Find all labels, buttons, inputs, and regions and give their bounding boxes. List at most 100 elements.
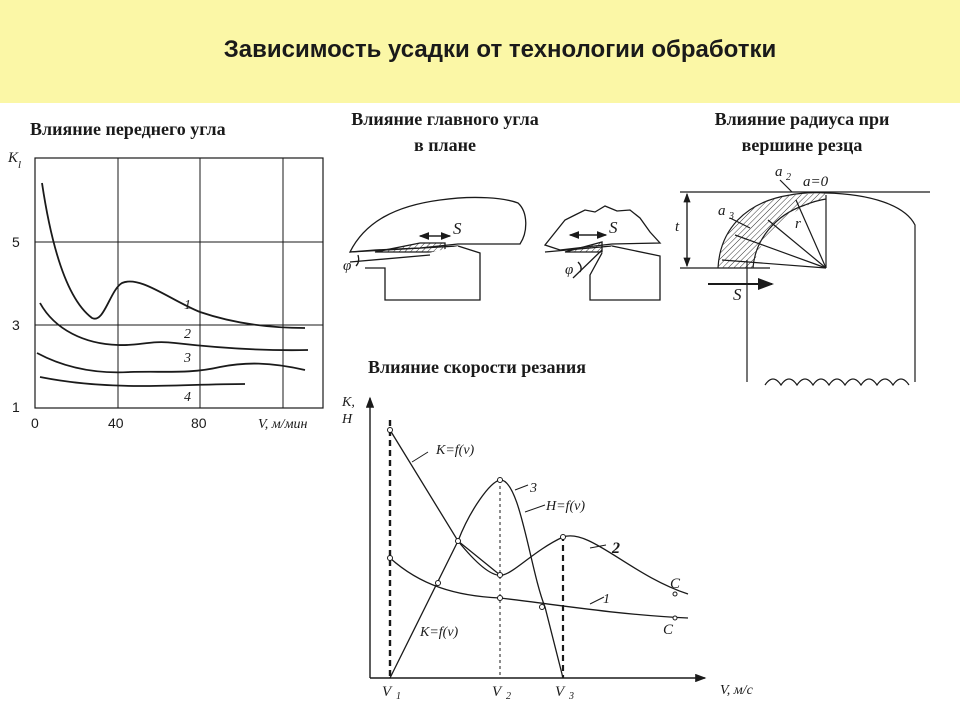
nose-hatch — [718, 193, 826, 268]
rake-chart-frame — [34, 157, 324, 409]
rake-y-tick-1: 1 — [12, 399, 20, 415]
page-title: Зависимость усадки от технологии обработ… — [223, 36, 777, 63]
v1-sub: 1 — [396, 691, 401, 702]
rake-x-tick-0: 0 — [31, 415, 39, 431]
plan-phi-label-2: φ — [565, 262, 573, 278]
nose-a2-label: a — [775, 164, 783, 180]
chip-outline-2 — [543, 205, 662, 251]
v3-label: V — [555, 684, 566, 700]
annotation-curve-2: 2 — [611, 540, 620, 557]
rake-curve-label-2: 2 — [184, 327, 191, 342]
radius-ray-4 — [734, 234, 827, 269]
rake-curve-label-1: 1 — [184, 298, 191, 313]
nose-s-label: S — [733, 285, 742, 304]
point-peak — [497, 477, 503, 483]
point-cross-upper — [455, 538, 461, 544]
plan-s-label-2: S — [609, 218, 618, 237]
point-trough — [497, 572, 503, 578]
tool-body-2 — [589, 245, 661, 301]
v1-label: V — [382, 684, 393, 700]
plan-angle-caption-line2: в плане — [413, 135, 477, 155]
leader-h — [524, 504, 546, 513]
annotation-k-upper: K=f(v) — [435, 443, 475, 458]
speed-y-label-h: H — [341, 412, 353, 427]
tool-body-1 — [365, 245, 481, 301]
blade-top-2 — [544, 245, 613, 253]
title-banner: Зависимость усадки от технологии обработ… — [0, 0, 960, 103]
rake-y-tick-3: 3 — [12, 317, 20, 333]
rake-x-label: V, м/мин — [258, 417, 308, 432]
nose-a0-label: a=0 — [803, 174, 829, 190]
a3-leader — [729, 217, 751, 229]
plan-angle-caption-line1: Влияние главного угла — [351, 109, 539, 129]
leader-k-upper — [411, 451, 429, 463]
rake-angle-caption: Влияние переднего угла — [30, 119, 226, 139]
blade-top-1 — [349, 245, 459, 253]
rake-curve-label-3: 3 — [183, 351, 191, 366]
rake-curve-4 — [39, 376, 246, 387]
machined-surface — [764, 378, 910, 387]
v2-sub: 2 — [506, 691, 511, 702]
nose-a3-sub: 3 — [728, 211, 734, 222]
rake-angle-chart — [34, 157, 324, 409]
annotation-c-upper: C — [670, 576, 681, 592]
plan-angle-sketch-1 — [348, 196, 527, 301]
annotation-c-lower: C — [663, 622, 674, 638]
point-curve1-mid — [497, 595, 503, 601]
point-peak-2 — [560, 534, 566, 540]
v3-sub: 3 — [568, 691, 574, 702]
plan-phi-label-1: φ — [343, 258, 351, 274]
tool-outline — [825, 192, 916, 382]
point-c-lower — [672, 615, 678, 621]
cutting-speed-chart — [365, 396, 707, 683]
rake-curve-1 — [41, 182, 306, 329]
annotation-k-lower: K=f(v) — [419, 625, 459, 640]
nose-t-label: t — [675, 219, 680, 235]
phi-line-2 — [572, 249, 603, 279]
rake-curve-2 — [39, 302, 309, 352]
annotation-h: H=f(v) — [545, 499, 585, 514]
nose-radius-caption: Влияние радиуса при вершине резца — [672, 106, 932, 158]
plan-s-label-1: S — [453, 219, 462, 238]
radius-ray-5 — [721, 259, 827, 269]
point-curve1-cross2 — [539, 604, 545, 610]
a2-leader — [779, 179, 793, 193]
nose-radius-sketch — [680, 179, 930, 387]
point-curve1-cross — [435, 580, 441, 586]
annotation-curve-3: 3 — [529, 481, 537, 496]
rake-y-label: K — [7, 150, 19, 166]
nose-radius-caption-line2: вершине резца — [741, 135, 863, 155]
radius-ray-2 — [795, 199, 827, 269]
v2-label: V — [492, 684, 503, 700]
rake-y-tick-5: 5 — [12, 234, 20, 250]
phi-line-1 — [349, 254, 431, 263]
curve-3-k-rise-fall — [389, 479, 564, 679]
point-curve1-start — [387, 555, 393, 561]
nose-r-label: r — [795, 216, 801, 232]
speed-y-label-k: K, — [341, 395, 355, 410]
rake-curve-3 — [36, 352, 306, 374]
point-k-start — [387, 427, 393, 433]
phi-arc-1 — [355, 254, 360, 267]
rake-x-tick-80: 80 — [191, 415, 207, 431]
plan-angle-sketch-2 — [543, 205, 662, 301]
curve-2 — [457, 535, 689, 595]
rake-y-label-sub: l — [18, 159, 21, 171]
rake-x-tick-40: 40 — [108, 415, 124, 431]
plan-angle-caption: Влияние главного угла в плане — [330, 106, 560, 158]
cutting-speed-caption: Влияние скорости резания — [368, 357, 586, 377]
rake-curve-label-4: 4 — [184, 390, 191, 405]
leader-3 — [514, 484, 529, 491]
annotation-curve-1: 1 — [603, 592, 610, 607]
leader-1 — [589, 596, 605, 605]
chip-outline-1 — [348, 196, 527, 253]
nose-a2-sub: 2 — [786, 172, 791, 183]
point-c-upper — [672, 591, 678, 597]
leader-2 — [589, 544, 607, 549]
radius-ray-3 — [767, 219, 827, 269]
phi-arc-2 — [577, 261, 582, 273]
nose-a3-label: a — [718, 203, 726, 219]
speed-x-label: V, м/с — [720, 683, 754, 698]
nose-radius-caption-line1: Влияние радиуса при — [714, 109, 890, 129]
